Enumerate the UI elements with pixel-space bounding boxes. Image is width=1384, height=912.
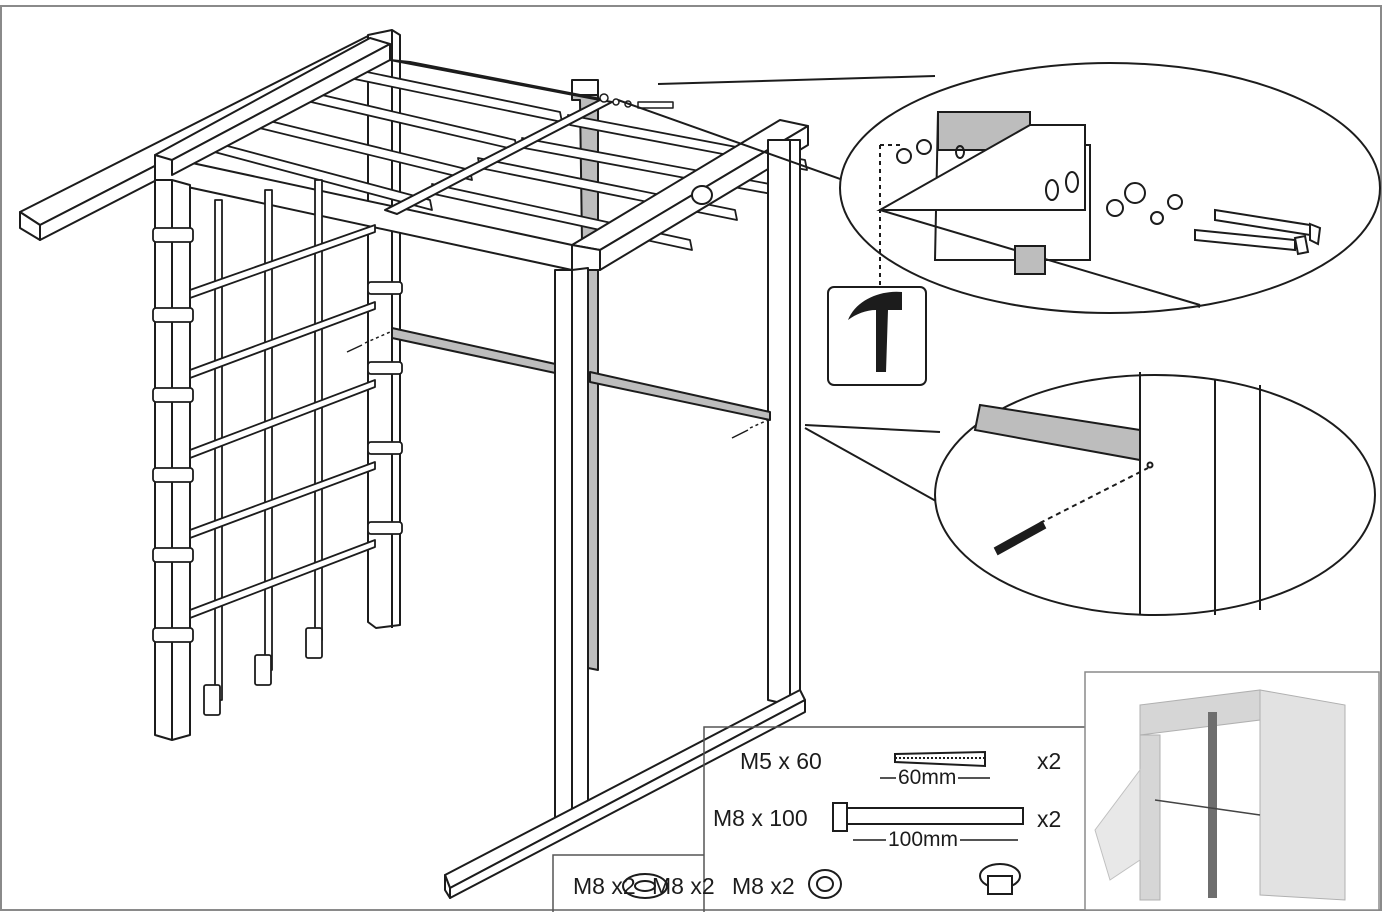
page-frame bbox=[0, 5, 1382, 911]
far-right-post bbox=[767, 139, 801, 706]
bolt-detail-callout bbox=[617, 62, 1381, 314]
bolt-size-label: M8 x 100 bbox=[713, 805, 808, 831]
lower-rail-left bbox=[391, 327, 561, 375]
spring-washer-label: M8 x2 bbox=[652, 873, 715, 899]
net-horizontal-strips bbox=[189, 224, 376, 619]
top-frame bbox=[154, 37, 809, 271]
bolt-length-label: 100mm bbox=[886, 828, 961, 851]
ladder-left-post bbox=[154, 179, 191, 741]
washer-label: M8 x2 bbox=[573, 873, 636, 899]
screw-size-label: M5 x 60 bbox=[740, 748, 822, 774]
left-post-straps bbox=[152, 227, 403, 643]
hammer-icon bbox=[827, 286, 927, 386]
t-nut-label: M8 x2 bbox=[732, 873, 795, 899]
front-right-post bbox=[554, 267, 589, 826]
location-thumbnail bbox=[1084, 671, 1380, 911]
net-bottom-loops bbox=[203, 627, 323, 716]
screw-qty-label: x2 bbox=[1037, 748, 1062, 774]
bolt-qty-label: x2 bbox=[1037, 806, 1062, 832]
main-assembly bbox=[19, 29, 809, 899]
bottom-base-beam bbox=[444, 689, 806, 899]
top-bolt-hardware bbox=[599, 93, 674, 109]
lower-rail-right bbox=[589, 371, 771, 421]
screw-detail-callout bbox=[804, 372, 1376, 616]
screw-hints bbox=[346, 331, 769, 439]
screw-length-label: 60mm bbox=[896, 766, 959, 789]
emblem-icon bbox=[691, 185, 713, 205]
